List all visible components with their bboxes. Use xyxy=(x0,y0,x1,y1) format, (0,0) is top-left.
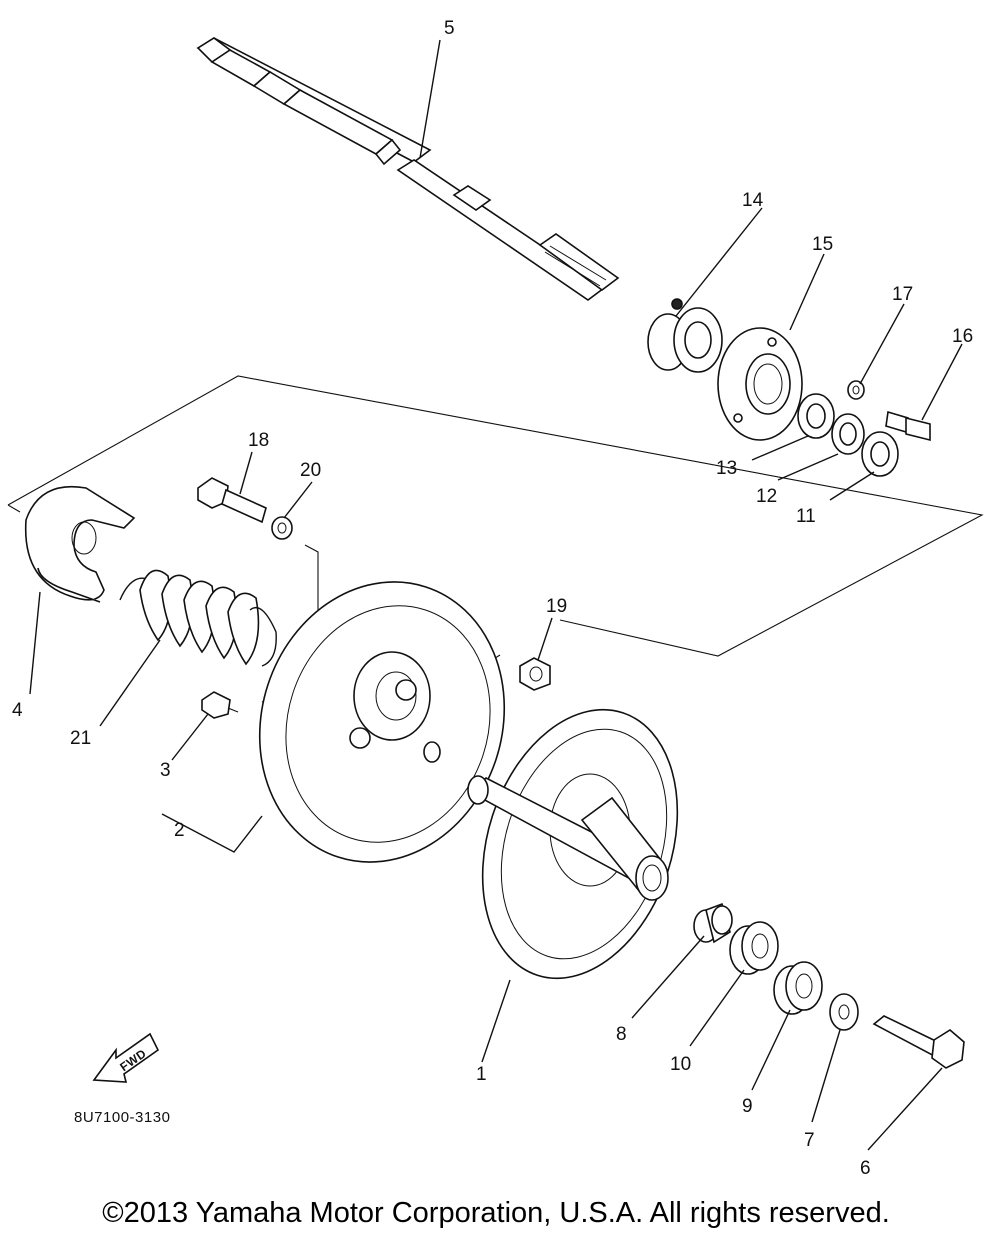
callout-14: 14 xyxy=(742,190,764,211)
callout-2: 2 xyxy=(174,820,185,841)
part-12-washer xyxy=(831,413,865,455)
part-1-fixed-sheave xyxy=(467,708,679,980)
part-21-spring xyxy=(119,569,277,667)
callout-5: 5 xyxy=(444,18,455,39)
part-6-bolt xyxy=(872,1015,965,1069)
part-7-washer xyxy=(829,993,859,1031)
part-2-movable-sheave xyxy=(258,581,506,863)
part-8-collar xyxy=(693,902,733,944)
callout-13: 13 xyxy=(716,458,737,479)
callout-6: 6 xyxy=(860,1158,871,1179)
part-10-bushing xyxy=(729,921,779,975)
part-5-shaft xyxy=(196,37,620,301)
part-4-cam xyxy=(24,485,136,603)
callout-1: 1 xyxy=(476,1064,487,1085)
callout-7: 7 xyxy=(804,1130,815,1151)
part-19-nut xyxy=(519,657,551,691)
part-17-nut xyxy=(847,380,865,400)
part-18-bolt xyxy=(197,477,267,524)
callout-11: 11 xyxy=(796,506,816,527)
copyright-notice: ©2013 Yamaha Motor Corporation, U.S.A. A… xyxy=(102,1197,890,1229)
drawing-code: 8U7100-3130 xyxy=(74,1109,170,1126)
fwd-arrow-icon: FWD xyxy=(92,1032,160,1083)
callout-3: 3 xyxy=(160,760,171,781)
callout-21: 21 xyxy=(70,728,91,749)
callout-17: 17 xyxy=(892,284,913,305)
part-15-flange xyxy=(717,327,803,441)
part-13-washer xyxy=(797,393,835,439)
callout-4: 4 xyxy=(12,700,23,721)
part-11-washer xyxy=(861,431,899,477)
callout-10: 10 xyxy=(670,1054,691,1075)
callout-9: 9 xyxy=(742,1096,753,1117)
callout-19: 19 xyxy=(546,596,567,617)
leader-lines xyxy=(29,39,963,1151)
callout-16: 16 xyxy=(952,326,973,347)
part-3-slider xyxy=(201,691,239,719)
part-14-bearing xyxy=(647,298,723,373)
callout-15: 15 xyxy=(812,234,833,255)
part-9-bushing xyxy=(773,961,823,1015)
part-20-nut xyxy=(271,516,293,540)
callout-8: 8 xyxy=(616,1024,627,1045)
callout-12: 12 xyxy=(756,486,777,507)
callout-labels: 1 2 3 4 5 6 7 8 9 10 11 12 13 14 15 16 1… xyxy=(12,18,973,1179)
callout-20: 20 xyxy=(300,460,321,481)
callout-18: 18 xyxy=(248,430,269,451)
part-16-bolt xyxy=(885,410,931,442)
